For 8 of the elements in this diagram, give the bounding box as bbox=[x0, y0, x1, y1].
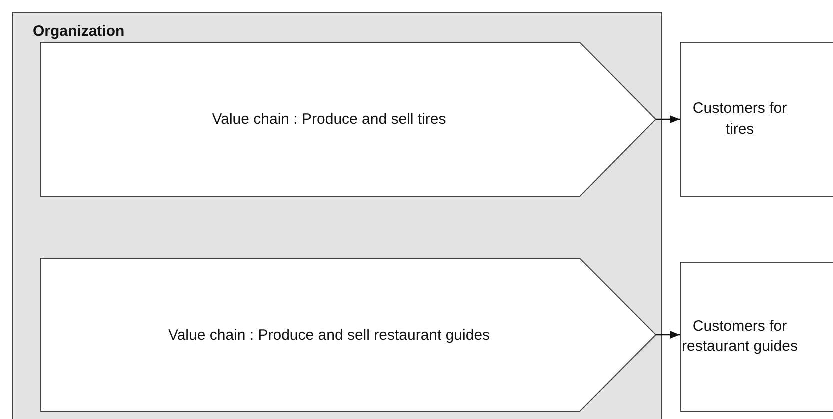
arrow bbox=[656, 331, 680, 339]
value-chain-label: Value chain : Produce and sell tires bbox=[212, 111, 446, 128]
organization-panel bbox=[12, 12, 662, 419]
arrow bbox=[656, 116, 680, 124]
customer-box: Customers for tires bbox=[680, 42, 833, 197]
value-chain-label: Value chain : Produce and sell restaurant guides bbox=[168, 326, 490, 344]
panel-title: Organization bbox=[33, 23, 125, 40]
customer-box: Customers for restaurant guides bbox=[680, 262, 833, 412]
